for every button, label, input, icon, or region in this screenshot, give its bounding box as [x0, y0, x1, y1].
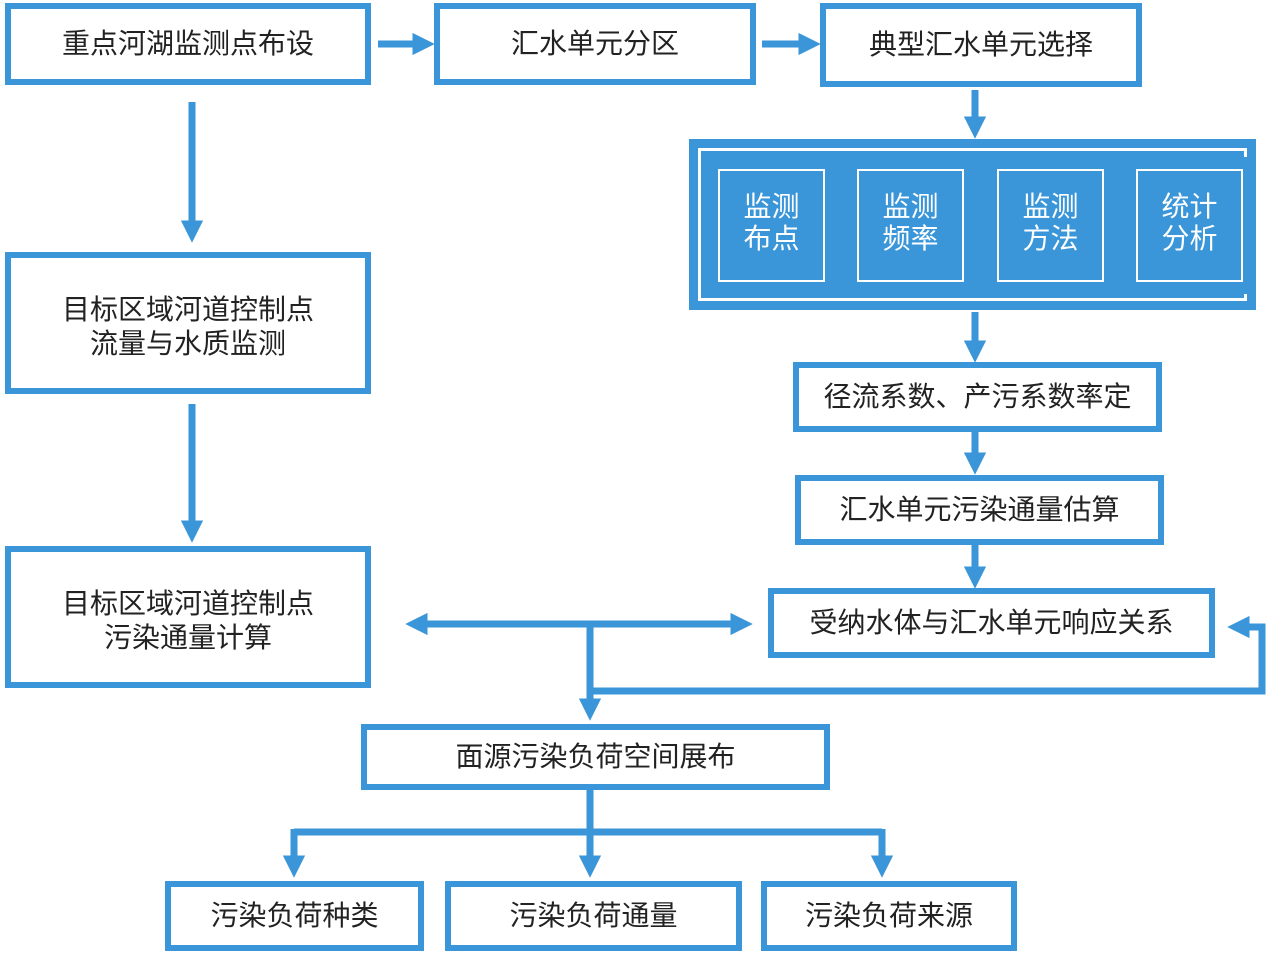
method-layout-frame: 监测 布点	[718, 169, 825, 282]
method-approach: 监测 方法	[985, 157, 1116, 294]
node-load-flux: 污染负荷通量	[445, 881, 742, 951]
node-spatial: 面源污染负荷空间展布	[361, 724, 830, 790]
node-load-types: 污染负荷种类	[165, 881, 424, 951]
node-load-types-label: 污染负荷种类	[210, 899, 379, 932]
node-unit-flux-label: 汇水单元污染通量估算	[839, 493, 1120, 526]
node-spatial-label: 面源污染负荷空间展布	[455, 740, 736, 773]
method-layout-line2: 布点	[743, 222, 800, 255]
node-catchment-division: 汇水单元分区	[434, 3, 756, 85]
node-typical-catchment: 典型汇水单元选择	[820, 3, 1142, 87]
node-catchment-division-label: 汇水单元分区	[510, 27, 679, 60]
method-frequency-line1: 监测	[882, 190, 939, 223]
method-layout-line1: 监测	[743, 190, 800, 223]
node-target-flux: 目标区域河道控制点 污染通量计算	[5, 546, 371, 688]
method-approach-frame: 监测 方法	[997, 169, 1104, 282]
node-load-flux-label: 污染负荷通量	[509, 899, 678, 932]
method-layout: 监测 布点	[706, 157, 837, 294]
feedback-loop-to-response	[590, 615, 1266, 695]
method-statistics: 统计 分析	[1124, 157, 1255, 294]
node-coefficients-label: 径流系数、产污系数率定	[823, 380, 1132, 413]
method-statistics-line1: 统计	[1161, 190, 1218, 223]
node-target-monitoring-line1: 目标区域河道控制点	[61, 293, 314, 326]
node-response: 受纳水体与汇水单元响应关系	[768, 588, 1215, 658]
node-target-flux-line2: 污染通量计算	[103, 621, 272, 654]
node-typical-catchment-label: 典型汇水单元选择	[868, 28, 1093, 61]
method-frequency-frame: 监测 频率	[857, 169, 964, 282]
node-key-sites: 重点河湖监测点布设	[5, 3, 371, 85]
node-load-sources-label: 污染负荷来源	[804, 899, 973, 932]
method-statistics-line2: 分析	[1161, 222, 1218, 255]
node-load-sources: 污染负荷来源	[761, 881, 1017, 951]
node-target-monitoring-line2: 流量与水质监测	[89, 327, 286, 360]
method-frequency-line2: 频率	[882, 222, 939, 255]
method-statistics-frame: 统计 分析	[1136, 169, 1243, 282]
node-coefficients: 径流系数、产污系数率定	[793, 362, 1162, 432]
method-frequency: 监测 频率	[845, 157, 976, 294]
method-approach-line2: 方法	[1022, 222, 1079, 255]
node-key-sites-label: 重点河湖监测点布设	[61, 27, 314, 60]
node-unit-flux: 汇水单元污染通量估算	[795, 475, 1164, 545]
node-response-label: 受纳水体与汇水单元响应关系	[809, 606, 1174, 639]
method-approach-line1: 监测	[1022, 190, 1079, 223]
node-target-flux-line1: 目标区域河道控制点	[61, 587, 314, 620]
node-target-monitoring: 目标区域河道控制点 流量与水质监测	[5, 252, 371, 394]
